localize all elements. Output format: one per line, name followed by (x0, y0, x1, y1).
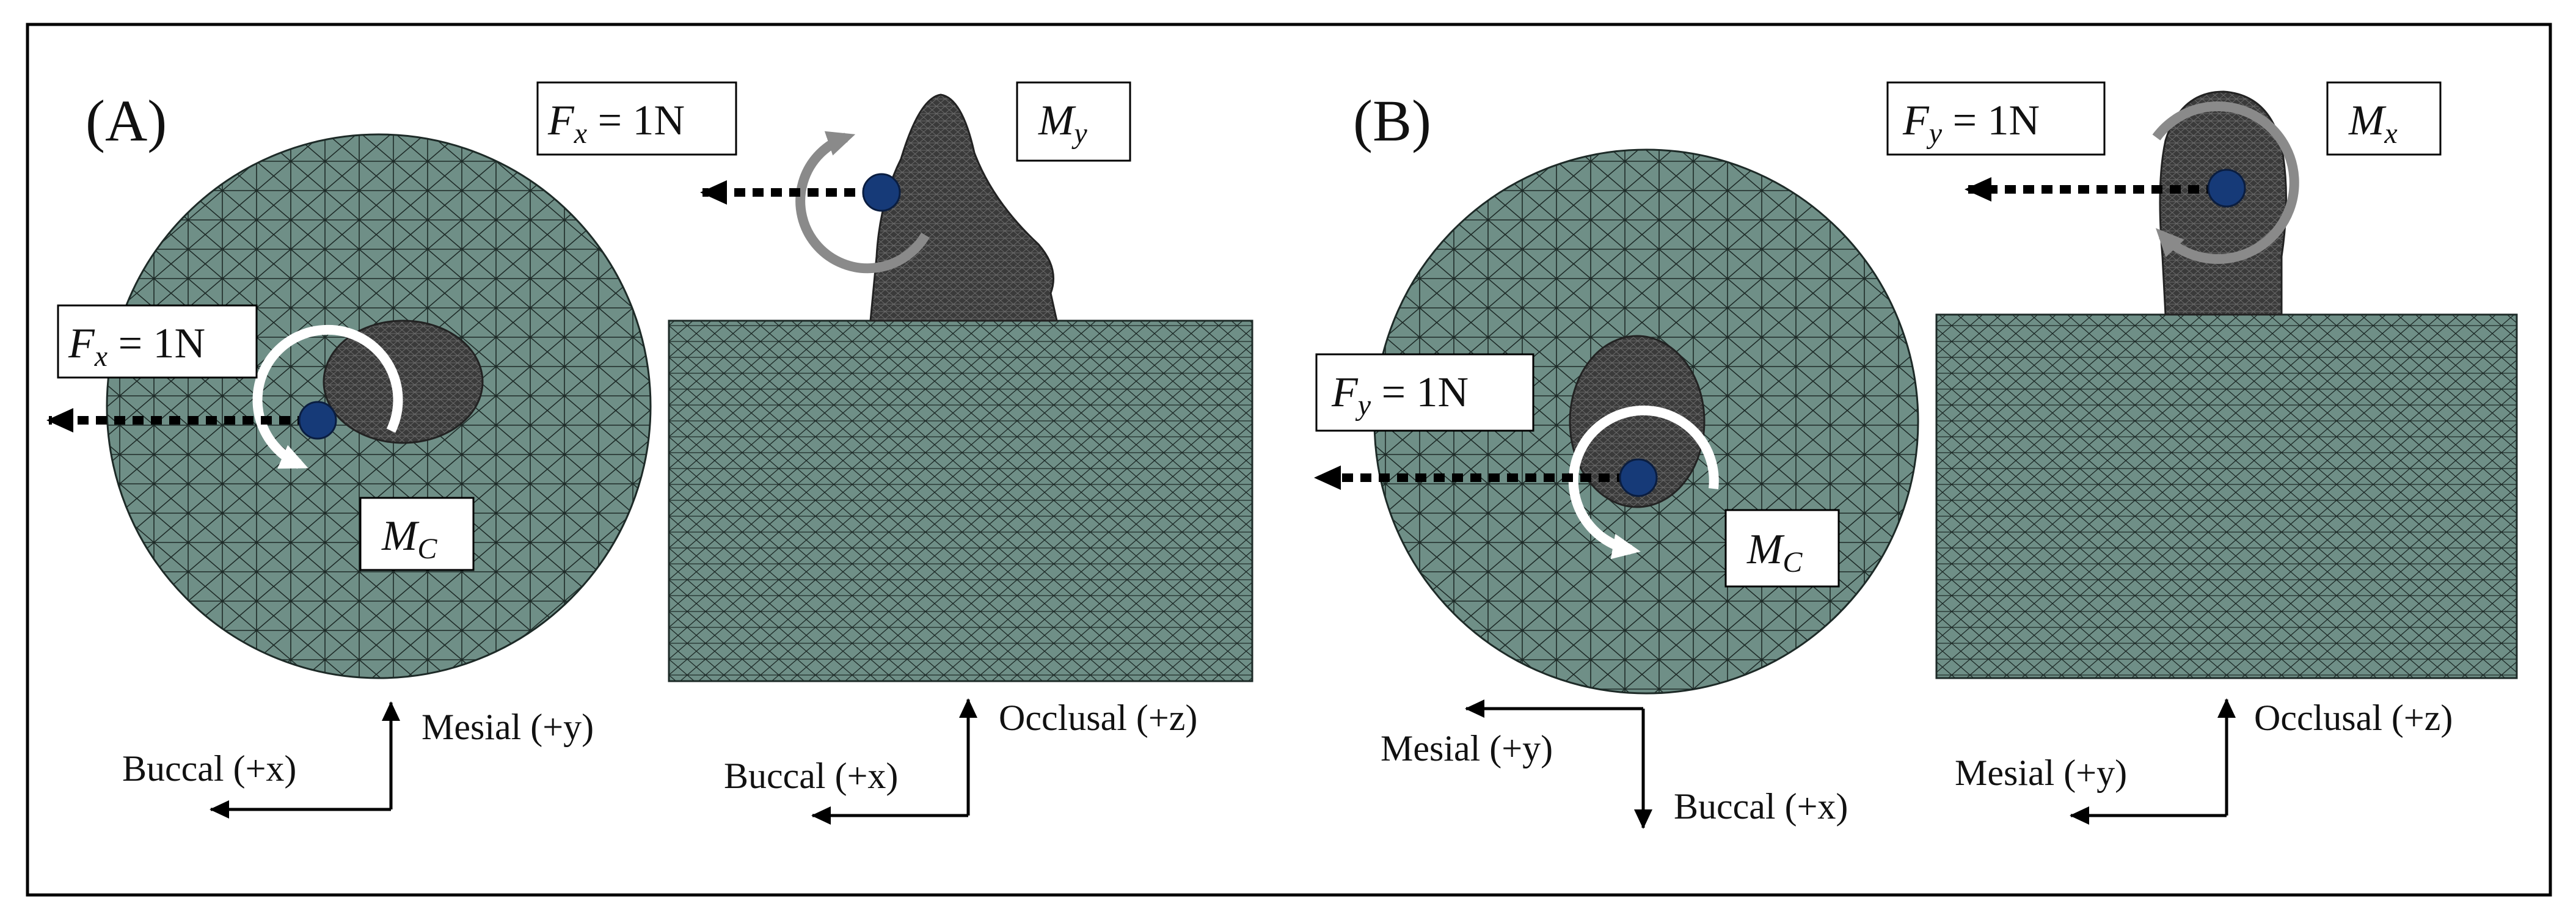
tooth-crown-top (1569, 335, 1706, 508)
load-point (298, 401, 337, 440)
moment-arrow-mx (2152, 101, 2299, 265)
panel-a-side-view: Fx = 1N My Buccal (+x) Occlusal (+z) (536, 81, 1253, 825)
panel-b-side-view: Fy = 1N Mx Mesial (+y) Occlusal (+z) (1886, 81, 2518, 825)
axis-indicator: Mesial (+y) Occlusal (+z) (1955, 698, 2453, 825)
tooth-crown-top (323, 319, 484, 444)
force-label-box: Fx = 1N (536, 81, 737, 156)
force-value: = 1N (108, 320, 205, 367)
moment-subscript: y (1071, 117, 1087, 150)
force-subscript: y (1355, 389, 1371, 422)
moment-label-box: Mx (2326, 81, 2442, 156)
force-symbol: F (68, 320, 95, 367)
moment-arrow-my (795, 131, 930, 274)
moment-symbol: M (1746, 526, 1785, 573)
axis-vertical-label: Mesial (+y) (421, 707, 594, 747)
force-value: = 1N (1942, 97, 2040, 144)
axis-horizontal-label: Mesial (+y) (1381, 728, 1553, 768)
force-symbol: F (1331, 369, 1359, 416)
svg-text:Fx = 1N: Fx = 1N (547, 97, 685, 150)
force-subscript: x (574, 117, 587, 150)
svg-text:Fx = 1N: Fx = 1N (68, 320, 205, 373)
svg-text:MC: MC (381, 513, 437, 565)
axis-horizontal-label: Buccal (+x) (122, 748, 296, 789)
force-value: = 1N (587, 97, 685, 144)
svg-text:My: My (1038, 97, 1087, 150)
panel-a: (A) Fx = 1N MC (46, 81, 1253, 825)
force-label-box: Fx = 1N (57, 304, 258, 379)
axis-indicator: Buccal (+x) Mesial (+y) (122, 701, 594, 819)
load-point (862, 173, 901, 212)
moment-symbol: M (381, 513, 420, 560)
load-point (1619, 458, 1658, 497)
tooth-side (869, 93, 1058, 322)
moment-subscript: C (1782, 546, 1803, 579)
panel-a-top-view: Fx = 1N MC Buccal (+x) Mesial (+y) (46, 133, 652, 819)
panel-b-label: (B) (1353, 88, 1431, 153)
svg-text:MC: MC (1746, 526, 1803, 579)
panel-a-label: (A) (86, 88, 167, 153)
axis-vertical-label: Occlusal (+z) (999, 698, 1197, 738)
force-label-box: Fy = 1N (1886, 81, 2106, 156)
moment-subscript: C (417, 533, 437, 565)
axis-indicator: Buccal (+x) Occlusal (+z) (724, 698, 1197, 825)
axis-indicator: Mesial (+y) Buccal (+x) (1381, 699, 1848, 829)
force-subscript: y (1926, 117, 1943, 150)
axis-horizontal-label: Buccal (+x) (724, 756, 898, 796)
figure-border (26, 23, 2552, 897)
force-value: = 1N (1371, 369, 1469, 416)
force-symbol: F (1902, 97, 1930, 144)
force-symbol: F (547, 97, 575, 144)
cylinder-side-mesh (1935, 313, 2518, 679)
axis-vertical-label: Buccal (+x) (1674, 786, 1848, 827)
moment-label-box: MC (1724, 509, 1840, 588)
svg-text:Mx: Mx (2348, 97, 2398, 150)
moment-arrow-mc (252, 324, 403, 469)
moment-symbol: M (1038, 97, 1076, 144)
panel-b-top-view: Fy = 1N MC Mesial (+y) Buccal (+x) (1314, 148, 1919, 829)
moment-label-box: My (1016, 81, 1131, 162)
panel-b: (B) Fy = 1N MC Mesial (1314, 81, 2518, 829)
load-point (2207, 169, 2246, 208)
force-subscript: x (94, 340, 108, 373)
moment-symbol: M (2348, 97, 2387, 144)
axis-horizontal-label: Mesial (+y) (1955, 753, 2127, 793)
moment-arrow-mc (1568, 405, 1719, 560)
moment-label-box: MC (359, 497, 475, 571)
svg-text:Fy = 1N: Fy = 1N (1902, 97, 2040, 150)
svg-text:Fy = 1N: Fy = 1N (1331, 369, 1469, 422)
axis-vertical-label: Occlusal (+z) (2254, 698, 2453, 738)
moment-subscript: x (2384, 117, 2397, 150)
force-label-box: Fy = 1N (1315, 353, 1534, 432)
cylinder-side-mesh (668, 319, 1253, 682)
